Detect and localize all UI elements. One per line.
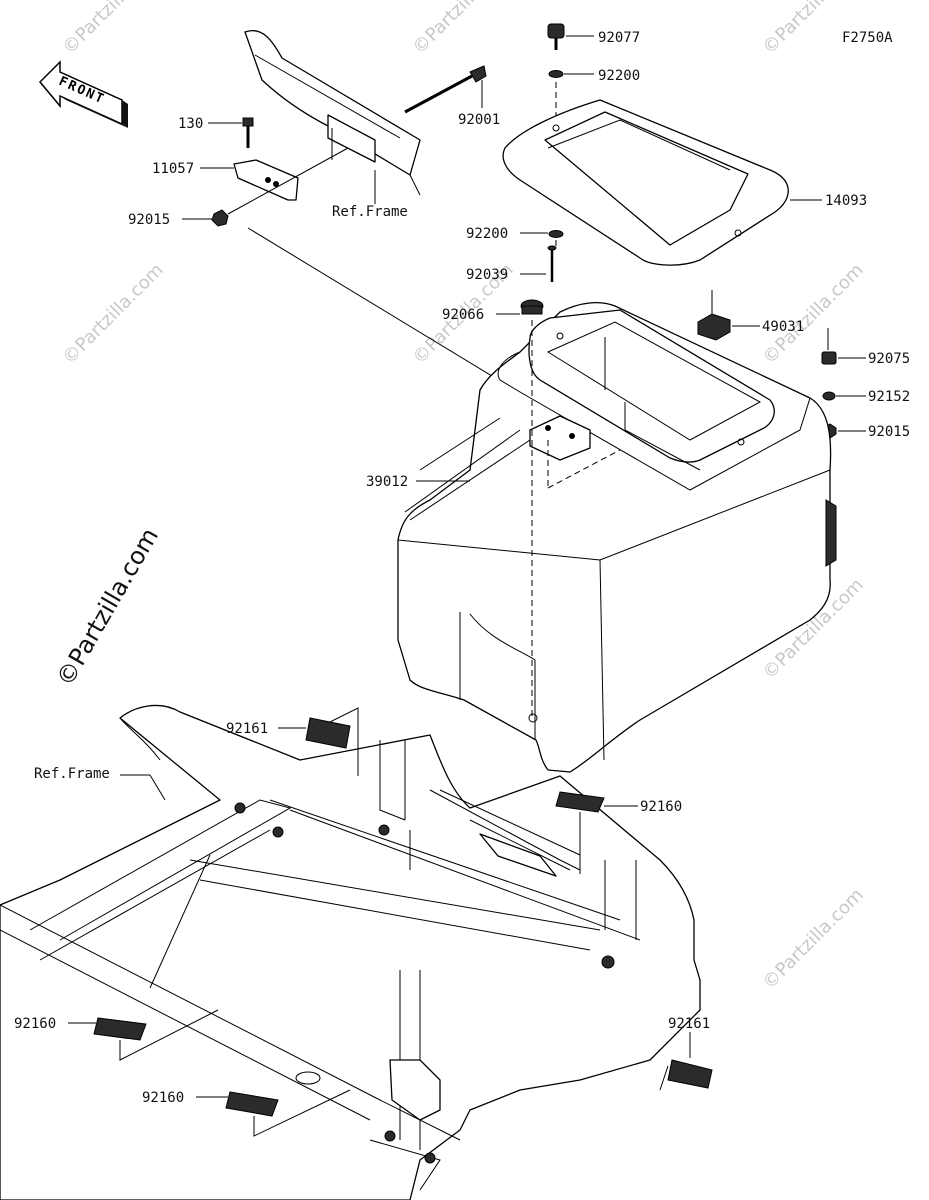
part-92039: 92039 [466, 267, 508, 283]
part-92160-left: 92160 [14, 1016, 56, 1032]
pad-92160-left [93, 1017, 147, 1041]
partzilla-logo-watermark: ©Partzilla.com [51, 523, 164, 691]
bracket-11057 [233, 159, 299, 201]
guide-line [547, 449, 621, 489]
pad-92160-right [555, 791, 605, 813]
watermark: ©Partzilla.com [59, 260, 168, 369]
pad-92160-bottom [225, 1091, 279, 1117]
watermark: ©Partzilla.com [59, 0, 168, 59]
part-49031: 49031 [762, 319, 804, 335]
guide-line [119, 1009, 219, 1061]
part-92015-top: 92015 [128, 212, 170, 228]
part-92015-right: 92015 [868, 424, 910, 440]
latch-49031 [697, 290, 731, 341]
watermark: ©Partzilla.com [409, 0, 518, 59]
diagram-code: F2750A [842, 30, 893, 46]
ref-frame-left-label: Ref.Frame [34, 766, 110, 782]
part-92001: 92001 [458, 112, 500, 128]
part-11057: 11057 [152, 161, 194, 177]
vehicle-frame-lower [0, 704, 701, 1200]
part-92200-top: 92200 [598, 68, 640, 84]
part-92075: 92075 [868, 351, 910, 367]
guide-line [253, 1089, 351, 1137]
part-130: 130 [178, 116, 203, 132]
part-92160-right: 92160 [640, 799, 682, 815]
grommet-92075 [821, 351, 837, 365]
part-92077: 92077 [598, 30, 640, 46]
leader [227, 147, 349, 215]
part-92066: 92066 [442, 307, 484, 323]
part-92160-bottom: 92160 [142, 1090, 184, 1106]
part-92200-bottom: 92200 [466, 226, 508, 242]
guide-line [659, 1065, 669, 1091]
pad-92161-top [305, 717, 351, 749]
part-14093: 14093 [825, 193, 867, 209]
cargo-box-39012 [397, 301, 837, 773]
leader [149, 774, 166, 801]
part-92161-bottom: 92161 [668, 1016, 710, 1032]
guide-line [329, 707, 359, 776]
part-39012: 39012 [366, 474, 408, 490]
nut-92015-top [211, 209, 229, 227]
washer-92200-bottom [548, 230, 564, 238]
part-92152: 92152 [868, 389, 910, 405]
watermark: ©Partzilla.com [759, 885, 868, 994]
front-arrow-icon: FRONT [38, 60, 128, 128]
part-92161-top: 92161 [226, 721, 268, 737]
bolt-130 [242, 117, 254, 148]
cap-92066 [520, 299, 544, 315]
lid-14093 [502, 99, 789, 266]
frame-bracket-top [244, 30, 421, 196]
key-icon [547, 23, 565, 50]
bolt-92001 [404, 65, 487, 114]
watermark: ©Partzilla.com [759, 260, 868, 369]
ref-frame-top-label: Ref.Frame [332, 204, 408, 220]
pad-92161-bottom [667, 1059, 713, 1089]
collar-92152 [822, 391, 836, 401]
washer-92200-top [548, 70, 564, 78]
rivet-92039 [547, 245, 557, 282]
